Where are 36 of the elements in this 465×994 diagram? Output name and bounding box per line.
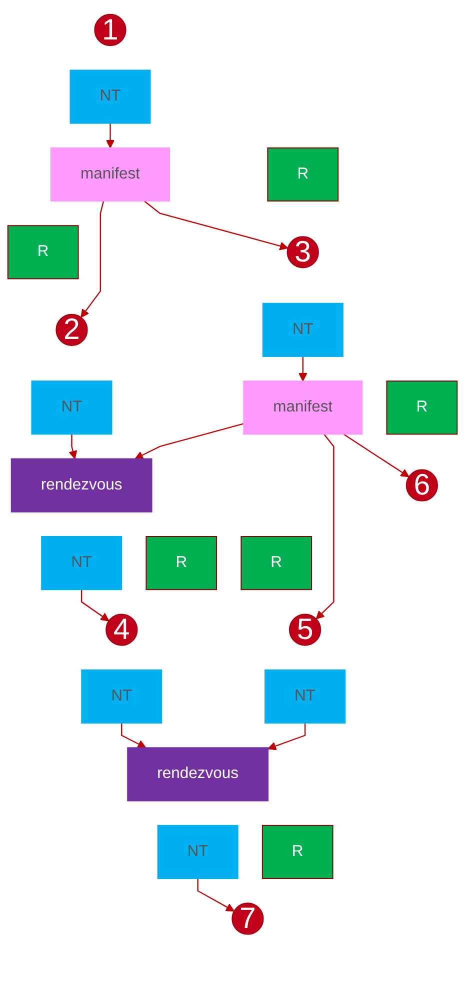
node-circle: 3 xyxy=(286,236,319,268)
node-box: R xyxy=(386,380,458,435)
node-box: manifest xyxy=(243,380,363,435)
node-box: NT xyxy=(31,380,112,435)
arrow xyxy=(121,723,146,748)
arrow xyxy=(80,200,104,318)
node-box: NT xyxy=(264,669,346,724)
node-box: rendezvous xyxy=(10,458,152,512)
node-box: NT xyxy=(157,824,238,880)
node-box: NT xyxy=(70,70,151,124)
arrow xyxy=(144,200,288,250)
arrow xyxy=(80,590,110,622)
node-box: R xyxy=(267,147,339,202)
node-circle: 6 xyxy=(406,469,438,502)
node-box: R xyxy=(240,536,312,590)
node-box: rendezvous xyxy=(127,747,268,802)
node-box: NT xyxy=(81,669,162,724)
node-box: NT xyxy=(262,302,344,357)
node-box: R xyxy=(146,536,218,590)
arrow xyxy=(343,434,410,478)
arrow xyxy=(316,434,334,620)
node-box: R xyxy=(7,225,79,280)
node-circle: 7 xyxy=(232,902,264,935)
arrow xyxy=(197,878,234,912)
arrow xyxy=(298,356,308,382)
arrow xyxy=(134,423,244,460)
node-box: NT xyxy=(41,536,122,590)
node-box: R xyxy=(262,824,334,880)
node-circle: 1 xyxy=(94,14,126,46)
node-circle: 4 xyxy=(106,614,138,646)
arrow xyxy=(106,123,115,148)
node-box: manifest xyxy=(50,147,170,202)
arrow xyxy=(268,723,306,750)
node-circle: 2 xyxy=(56,314,88,346)
arrow xyxy=(68,434,78,460)
node-circle: 5 xyxy=(288,614,322,646)
